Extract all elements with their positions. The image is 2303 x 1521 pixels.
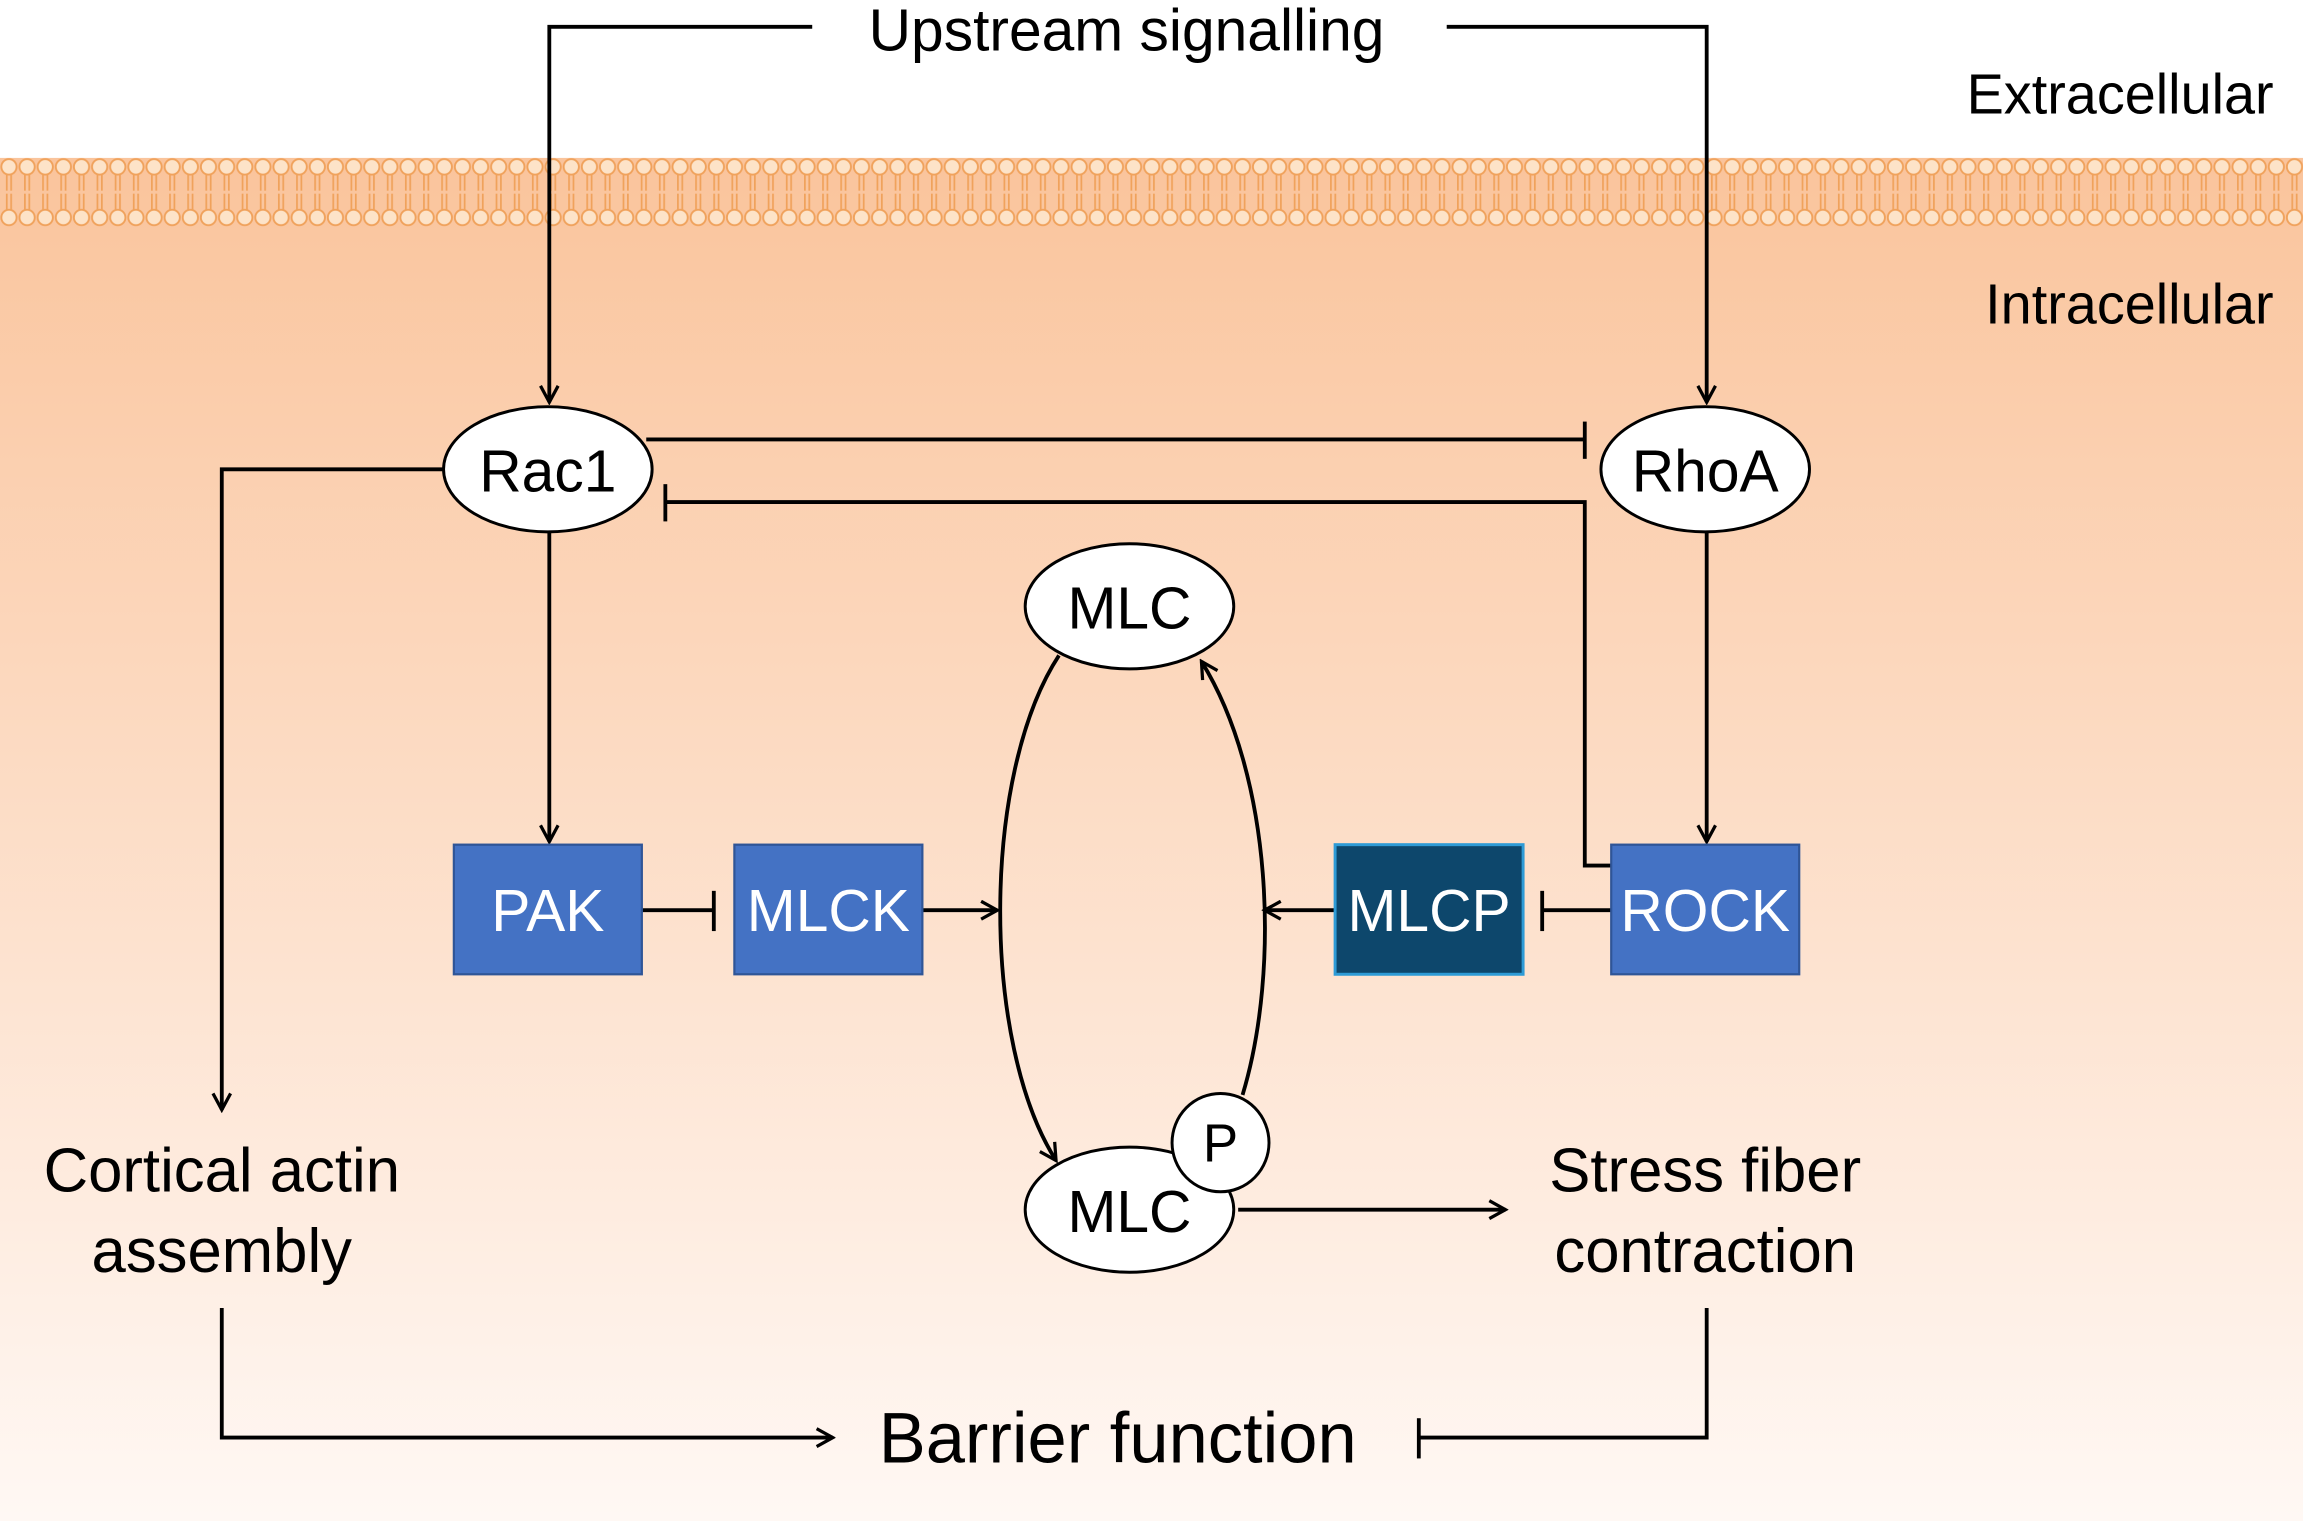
cortical-actin-line-1: Cortical actin bbox=[44, 1136, 400, 1205]
stress-fiber-line-2: contraction bbox=[1554, 1217, 1856, 1286]
arrow-cortical-actin-to-barrier bbox=[219, 1307, 833, 1438]
arrow-upstream-to-rac1 bbox=[549, 24, 813, 402]
barrier-function-label: Barrier function bbox=[879, 1399, 1357, 1479]
phospho-mlc-label: MLC bbox=[1067, 1177, 1191, 1244]
intracellular-background bbox=[0, 157, 2303, 1521]
mlcp-box: MLCP bbox=[1333, 843, 1525, 976]
rac1-label: Rac1 bbox=[479, 437, 616, 504]
upstream-signalling-label: Upstream signalling bbox=[869, 0, 1385, 64]
mlcp-label: MLCP bbox=[1347, 876, 1510, 943]
cortical-actin-assembly: Cortical actin assembly bbox=[44, 1136, 400, 1286]
cortical-actin-line-2: assembly bbox=[92, 1217, 352, 1286]
mlc-node: MLC bbox=[1023, 542, 1236, 671]
cell-membrane bbox=[0, 154, 2303, 230]
pak-label: PAK bbox=[491, 876, 604, 943]
arrow-mlc-dephosphorylation bbox=[1201, 661, 1267, 1096]
rock-label: ROCK bbox=[1620, 876, 1790, 943]
phosphate-circle bbox=[1170, 1091, 1271, 1194]
inhibit-stress-fiber-to-barrier bbox=[1418, 1307, 1709, 1440]
mlc-label: MLC bbox=[1067, 574, 1191, 641]
phosphate-label: P bbox=[1203, 1114, 1238, 1173]
rac1-node: Rac1 bbox=[442, 405, 654, 534]
mlck-label: MLCK bbox=[747, 876, 910, 943]
rock-box: ROCK bbox=[1610, 843, 1801, 976]
rhoa-node: RhoA bbox=[1599, 405, 1811, 534]
phospho-mlc-node: MLC P bbox=[1023, 1091, 1271, 1274]
pak-box: PAK bbox=[452, 843, 643, 976]
arrow-upstream-to-rhoa bbox=[1446, 24, 1707, 402]
stress-fiber-contraction: Stress fiber contraction bbox=[1549, 1136, 1861, 1286]
stress-fiber-line-1: Stress fiber bbox=[1549, 1136, 1861, 1205]
mlck-box: MLCK bbox=[733, 843, 924, 976]
intracellular-label: Intracellular bbox=[1985, 272, 2273, 335]
rhoa-label: RhoA bbox=[1632, 437, 1779, 504]
extracellular-background bbox=[0, 0, 2303, 158]
arrow-mlc-phosphorylation bbox=[998, 654, 1061, 1160]
inhibit-rock-to-rac1 bbox=[665, 500, 1612, 868]
arrow-rac1-to-cortical-actin bbox=[222, 467, 444, 1110]
extracellular-label: Extracellular bbox=[1967, 62, 2274, 125]
